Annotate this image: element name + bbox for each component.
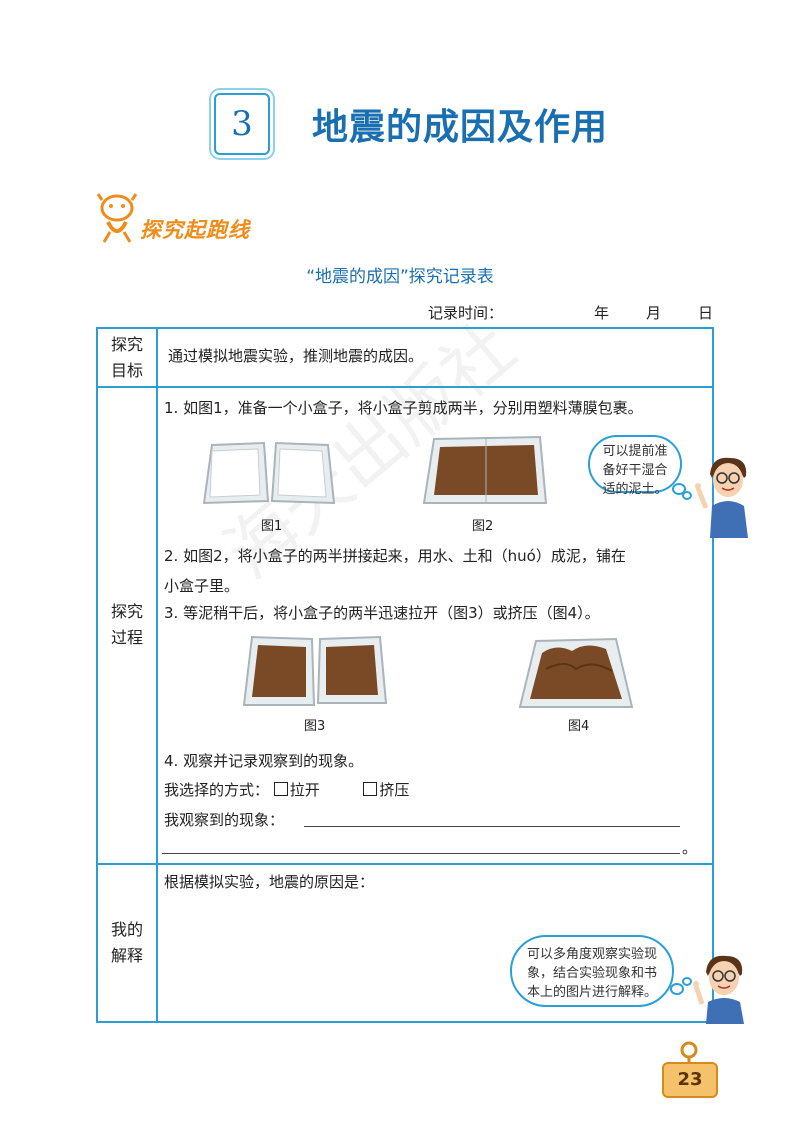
- teacher-icon: [695, 457, 748, 538]
- record-table: 探究 目标 通过模拟地震实验，推测地震的成因。 探究 过程 1. 如图1，准备一…: [96, 327, 714, 1023]
- table-title: “地震的成因”探究记录表: [306, 267, 494, 287]
- explain-text: 根据模拟实验，地震的原因是：: [164, 873, 375, 891]
- bubble-dot: [682, 977, 692, 986]
- figure-2-caption: 图2: [472, 519, 494, 534]
- pull-option-label: 拉开: [289, 781, 320, 799]
- row-divider: [98, 863, 712, 865]
- page-number: 23: [662, 1062, 718, 1098]
- day-label: 日: [698, 304, 714, 322]
- figure-1-caption: 图1: [261, 519, 283, 534]
- teacher-icon: [693, 955, 744, 1024]
- goal-text: 通过模拟地震实验，推测地震的成因。: [168, 347, 424, 365]
- goal-row-header: 探究 目标: [110, 335, 143, 380]
- record-time-label: 记录时间：: [428, 304, 504, 322]
- lesson-number: 3: [231, 104, 253, 144]
- choice-row: 我选择的方式： 拉开 挤压: [164, 779, 409, 801]
- step-2-line-2: 小盒子里。: [164, 577, 240, 595]
- figure-4-caption: 图4: [568, 719, 590, 734]
- figure-1-empty-boxes: [202, 441, 336, 505]
- tip-bubble-soil: 可以提前准备好干湿合适的泥土。: [588, 435, 682, 497]
- process-row-header: 探究 过程: [110, 602, 143, 647]
- observation-answer-line-2[interactable]: [162, 853, 680, 854]
- figure-4-squeezed: [518, 637, 634, 708]
- page-ornament-icon: [680, 1041, 698, 1064]
- lesson-number-box: 3: [214, 93, 270, 155]
- tip-bubble-explain: 可以多角度观察实验现象，结合实验现象和书本上的图片进行解释。: [510, 935, 674, 1007]
- lesson-title: 地震的成因及作用: [312, 107, 609, 148]
- step-2-line-1: 2. 如图2，将小盒子的两半拼接起来，用水、土和（huó）成泥，铺在: [164, 547, 626, 565]
- bubble-dot: [682, 491, 692, 500]
- end-period: 。: [682, 839, 698, 857]
- section-label: 探究起跑线: [140, 218, 250, 242]
- bubble-dot: [670, 983, 684, 995]
- step-1-text: 1. 如图1，准备一个小盒子，将小盒子剪成两半，分别用塑料薄膜包裹。: [164, 399, 643, 417]
- step-4-text: 4. 观察并记录观察到的现象。: [164, 752, 364, 770]
- cow-mascot-icon: [96, 193, 138, 243]
- step-3-text: 3. 等泥稍干后，将小盒子的两半迅速拉开（图3）或挤压（图4）。: [164, 604, 600, 622]
- squeeze-option-label: 挤压: [379, 781, 410, 799]
- observation-answer-line[interactable]: [304, 826, 680, 827]
- choice-label: 我选择的方式：: [164, 781, 270, 799]
- observed-label: 我观察到的现象：: [164, 811, 285, 829]
- month-label: 月: [646, 304, 662, 322]
- figure-2-soil-box: [422, 435, 548, 504]
- explain-row-header: 我的 解释: [110, 920, 143, 965]
- figure-3-pulled-apart: [242, 635, 388, 706]
- squeeze-checkbox[interactable]: [363, 782, 378, 796]
- row-divider: [98, 386, 712, 388]
- year-label: 年: [594, 304, 610, 322]
- figure-3-caption: 图3: [304, 719, 326, 734]
- column-divider: [156, 329, 158, 1021]
- pull-checkbox[interactable]: [273, 782, 288, 796]
